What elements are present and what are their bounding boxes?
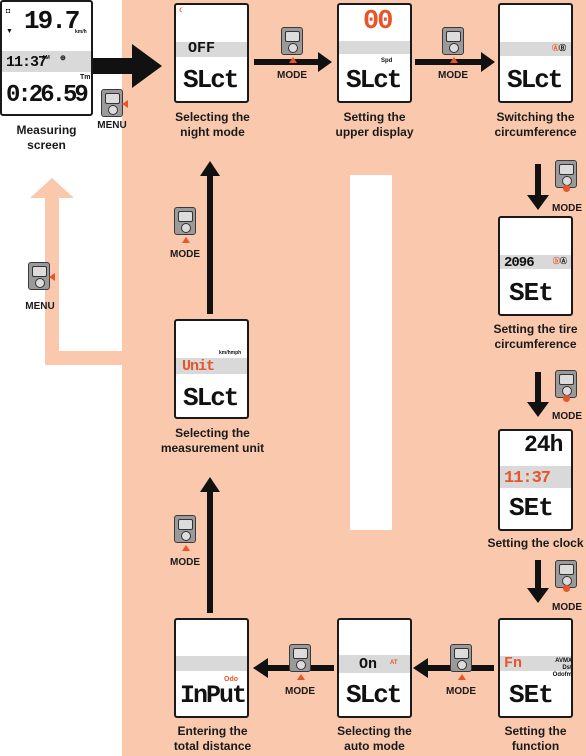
upper-display-screen: 00 Spd SLct <box>337 3 412 103</box>
upper-top-value: 00 <box>363 7 393 37</box>
mode-button-device <box>450 644 472 680</box>
function-setting-screen: Fn AVMX Dst Odofm SEt <box>498 618 573 718</box>
mode-label: MODE <box>552 602 582 613</box>
mode-label: MODE <box>285 686 315 697</box>
auto-main-value: SLct <box>346 680 402 710</box>
sensor-b-icon: ⓑⒶ <box>553 258 567 265</box>
tm-label: Tm <box>80 74 91 81</box>
night-icon: ☾ <box>179 8 185 14</box>
mode-button-device <box>281 27 303 63</box>
sensor-ab-icon: ⒶⒷ <box>552 45 566 52</box>
clock-value: 11:37 <box>6 54 47 71</box>
unit-sub-value: km/hmph <box>219 350 242 356</box>
tire-main-value: SEt <box>509 278 554 308</box>
function-top-value: Fn <box>504 655 523 672</box>
night-top-value: OFF <box>188 40 216 57</box>
am-indicator: AM <box>42 55 50 61</box>
upper-main-value: SLct <box>346 65 402 95</box>
pace-arrow-icon: ▼ <box>6 28 13 35</box>
measurement-unit-screen: km/hmph Unit SLct <box>174 319 249 419</box>
mode-button-device <box>174 207 196 243</box>
odo-label: Odo <box>224 676 238 683</box>
speed-value: 19.7 <box>24 6 80 36</box>
lap-icon: ⊕ <box>60 55 66 62</box>
auto-top-value: On <box>359 656 378 673</box>
clock-setting-label: Setting the clock <box>487 536 584 550</box>
tire-top-value: 2096 <box>504 255 535 271</box>
arrow-distance-to-unit <box>200 477 220 613</box>
tire-circumference-screen: 2096 ⓑⒶ SEt <box>498 216 573 316</box>
mode-button-device <box>289 644 311 680</box>
total-distance-screen: Odo InPut <box>174 618 249 718</box>
mode-button-device <box>442 27 464 63</box>
arrow-clock-to-function <box>527 560 549 603</box>
distance-main-value: InPut <box>180 681 247 710</box>
auto-mode-screen: On AT SLct <box>337 618 412 718</box>
menu-button-device-left <box>28 262 55 290</box>
arrow-unit-to-night <box>200 161 220 314</box>
mode-label: MODE <box>438 70 468 81</box>
arrow-tire-to-clock <box>527 372 549 417</box>
circumference-switch-screen: ⒶⒷ SLct <box>498 3 573 103</box>
mode-label: MODE <box>170 557 200 568</box>
menu-button-device-top <box>101 89 128 117</box>
speed-unit: km/h <box>75 29 87 35</box>
function-main-value: SEt <box>509 680 554 710</box>
clock-setting-screen: 24h 11:37 SEt <box>498 429 573 531</box>
mode-label: MODE <box>277 70 307 81</box>
sensor-icon: ◘ <box>6 8 11 15</box>
unit-main-value: SLct <box>183 383 239 413</box>
measuring-screen: ◘ ▼ 19.7 km/h 11:37 AM ⊕ Tm 0:26.59 <box>0 0 93 116</box>
circ-main-value: SLct <box>507 65 563 95</box>
menu-enter-arrow <box>93 44 162 88</box>
panel-gap <box>350 175 392 530</box>
night-main-value: SLct <box>183 65 239 95</box>
upper-sub-value: Spd <box>381 58 393 64</box>
clock-top-value: 24h <box>524 432 563 458</box>
mode-label: MODE <box>552 411 582 422</box>
mode-label: MODE <box>552 203 582 214</box>
elapsed-time: 0:26.59 <box>6 82 89 109</box>
night-mode-screen: ☾ OFF SLct <box>174 3 249 103</box>
mode-label: MODE <box>446 686 476 697</box>
clock-mid-value: 11:37 <box>504 469 551 488</box>
mode-button-device <box>555 160 577 192</box>
mode-button-device <box>555 370 577 402</box>
mode-label: MODE <box>170 249 200 260</box>
function-icons: AVMX Dst Odofm <box>552 658 572 678</box>
menu-label-left: MENU <box>25 301 55 312</box>
menu-label-top: MENU <box>97 120 127 131</box>
unit-top-value: Unit <box>182 358 215 375</box>
mode-button-device <box>555 560 577 592</box>
mode-button-device <box>174 515 196 551</box>
clock-main-value: SEt <box>509 493 554 523</box>
auto-icon: AT <box>390 660 398 666</box>
menu-return-arrow <box>30 178 174 365</box>
arrow-circ-to-tire <box>527 164 549 210</box>
